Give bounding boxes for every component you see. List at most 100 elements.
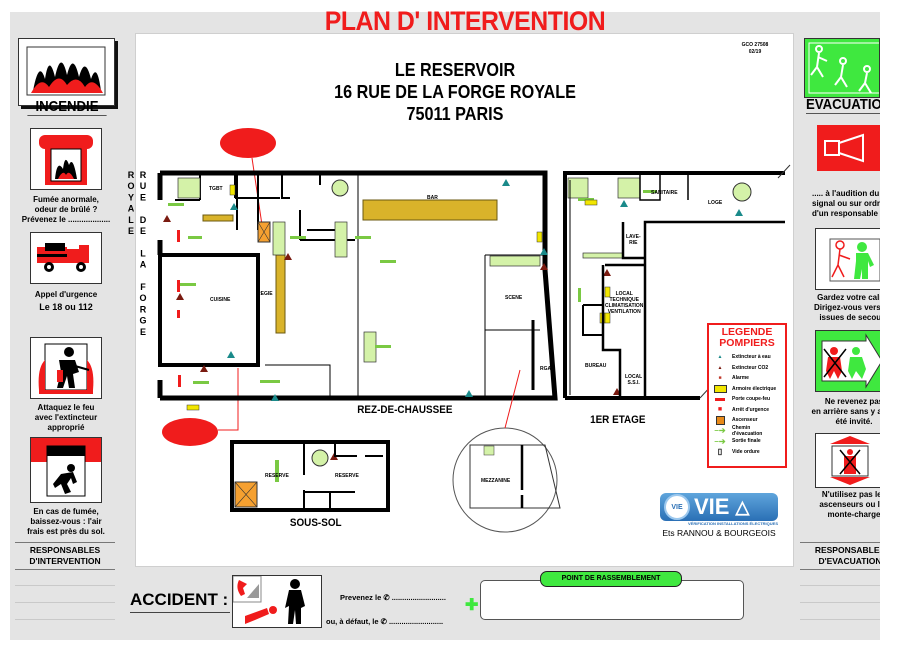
building-street: 16 RUE DE LA FORGE ROYALE	[334, 82, 576, 102]
room-scene: SCENE	[505, 295, 523, 301]
caption-line: frais est près du sol.	[27, 527, 105, 536]
legend-item: ▯ Vide ordure	[712, 447, 782, 458]
room-label-line: S.S.I.	[627, 380, 640, 386]
legend-label: Extincteur à eau	[732, 354, 771, 361]
room-sanitaire: SANITAIRE	[651, 190, 678, 196]
room-bar: BAR	[427, 195, 438, 201]
caption-line: en arrière sans y avoir	[811, 407, 897, 416]
defaut-line[interactable]: ou, à défaut, le ✆ .....................…	[326, 617, 444, 626]
legend-item: –➔ Sortie finale	[712, 436, 782, 447]
no-elevator-caption: N'utilisez pas les ascenseurs ou les mon…	[804, 490, 904, 520]
responsable-entry-line[interactable]	[15, 585, 115, 586]
reference-code: GCO 27508	[741, 42, 769, 48]
legend-label: Ascenseur	[732, 417, 758, 424]
fire-doors	[177, 230, 181, 387]
caption-line: monte-charge	[827, 510, 881, 519]
logo-tagline: VÉRIFICATION INSTALLATIONS ÉLECTRIQUES	[688, 521, 778, 526]
legend-item: Porte coupe-feu	[712, 394, 782, 405]
room-label-line: LAVE-	[626, 234, 641, 240]
street-label: RUE DE LA FORGE ROYALE	[126, 170, 148, 338]
responsable-entry-line[interactable]	[15, 619, 115, 620]
co2-extinguisher-icon: ▲	[717, 364, 723, 371]
legend-label: Chemin d'évacuation	[731, 424, 763, 437]
regie-counter	[275, 254, 286, 334]
first-aid-plus-icon: ✚	[465, 597, 479, 614]
caption-line: Prévenez le ...................	[21, 215, 111, 224]
alarm-caption: ..... à l'audition du signal ou sur ordr…	[804, 189, 912, 219]
caption-line: approprié	[47, 423, 85, 432]
building-city: 75011 PARIS	[406, 104, 504, 124]
caption-line: ..... à l'audition du	[812, 189, 880, 198]
room-bureau: BUREAU	[585, 363, 607, 369]
legend-item: Armoire électrique	[712, 384, 782, 395]
building-name: LE RESERVOIR	[394, 60, 516, 80]
emergency-numbers: Le 18 ou 112	[39, 302, 93, 312]
no-return-icon	[815, 330, 885, 392]
responsable-entry-line[interactable]	[15, 602, 115, 603]
responsable-entry-line[interactable]	[800, 585, 880, 586]
reference-date: 02/19	[748, 49, 762, 55]
resp-line: RESPONSABLES	[29, 545, 101, 555]
responsable-entry-line[interactable]	[800, 619, 880, 620]
garbage-chute-icon: ▯	[717, 447, 723, 457]
calm-caption: Gardez votre calme Dirigez-vous vers les…	[804, 293, 904, 323]
level-sous-sol: SOUS-SOL	[289, 517, 342, 529]
assembly-point-label: POINT DE RASSEMBLEMENT	[540, 571, 682, 587]
counter	[202, 214, 234, 222]
room-reserve-1: RESERVE	[265, 473, 289, 479]
page-margin	[880, 0, 919, 650]
caption-line: Attaquez le feu	[37, 403, 95, 412]
extinguisher-person-icon	[30, 337, 102, 399]
extinguisher-caption: Attaquez le feu avec l'extincteur approp…	[10, 403, 122, 433]
room-loge: LOGE	[708, 200, 723, 206]
resp-line: RESPONSABLES	[814, 545, 886, 555]
caption-line: issues de secours	[819, 313, 889, 322]
fire-alarm-icon	[30, 128, 102, 190]
room-label-line: VENTILATION	[607, 309, 641, 315]
caption-line: signal ou sur ordre	[812, 199, 885, 208]
legend-item: –➔ Chemin d'évacuation	[712, 424, 782, 437]
evacuation-header-icon	[804, 38, 880, 98]
soussol-plan	[230, 440, 390, 512]
legend-item: ▲Extincteur CO2	[712, 363, 782, 374]
room-laverie: LAVE-RIE	[626, 234, 641, 246]
legend-label: Vide ordure	[732, 448, 760, 455]
callout-oval-bottom	[162, 418, 218, 446]
elevator-icon	[712, 415, 728, 425]
caption-line: En cas de fumée,	[33, 507, 99, 516]
caption-line: Gardez votre calme	[817, 293, 891, 302]
fire-alarm-caption: Fumée anormale, odeur de brûlé ? Prévene…	[10, 195, 122, 225]
prevenez-line[interactable]: Prevenez le ✆ ..........................	[340, 593, 446, 602]
resp-line: D'INTERVENTION	[29, 556, 101, 566]
legend-label: Sortie finale	[732, 438, 761, 445]
legend-label: Arrêt d'urgence	[732, 406, 770, 413]
evac-path-icon: –➔	[714, 426, 726, 436]
no-elevator-icon	[815, 433, 885, 488]
caption-line: baissez-vous : l'air	[30, 517, 102, 526]
caption-line: Appel d'urgence	[34, 290, 98, 299]
electrical-cabinet-icon	[712, 384, 728, 393]
final-exit-icon: –➔	[714, 436, 726, 446]
smoke-caption: En cas de fumée, baissez-vous : l'air fr…	[10, 507, 122, 537]
emergency-stop-icon: ■	[717, 406, 723, 414]
responsable-entry-line[interactable]	[800, 602, 880, 603]
room-mezzanine: MEZZANINE	[481, 478, 511, 484]
callout-oval-top	[220, 128, 276, 158]
room-label-line: LOCAL	[625, 374, 643, 380]
spiral-stairs	[732, 182, 752, 202]
spiral-stairs	[311, 449, 329, 467]
room-label-line: RIE	[629, 240, 638, 246]
legend-label: Porte coupe-feu	[732, 396, 771, 403]
mountain-icon: △	[735, 496, 750, 517]
caption-line: odeur de brûlé ?	[34, 205, 98, 214]
page-title: PLAN D' INTERVENTION	[324, 6, 606, 36]
caption-line: N'utilisez pas les	[821, 490, 887, 499]
caption-line: d'un responsable	[812, 209, 878, 218]
spiral-stairs	[331, 179, 349, 197]
section-evacuation: EVACUATION	[806, 96, 894, 114]
legend-title: POMPIERS	[719, 337, 775, 349]
caption-line: Fumée anormale,	[33, 195, 99, 204]
responsables-evacuation: RESPONSABLES D'EVACUATION	[800, 542, 900, 570]
